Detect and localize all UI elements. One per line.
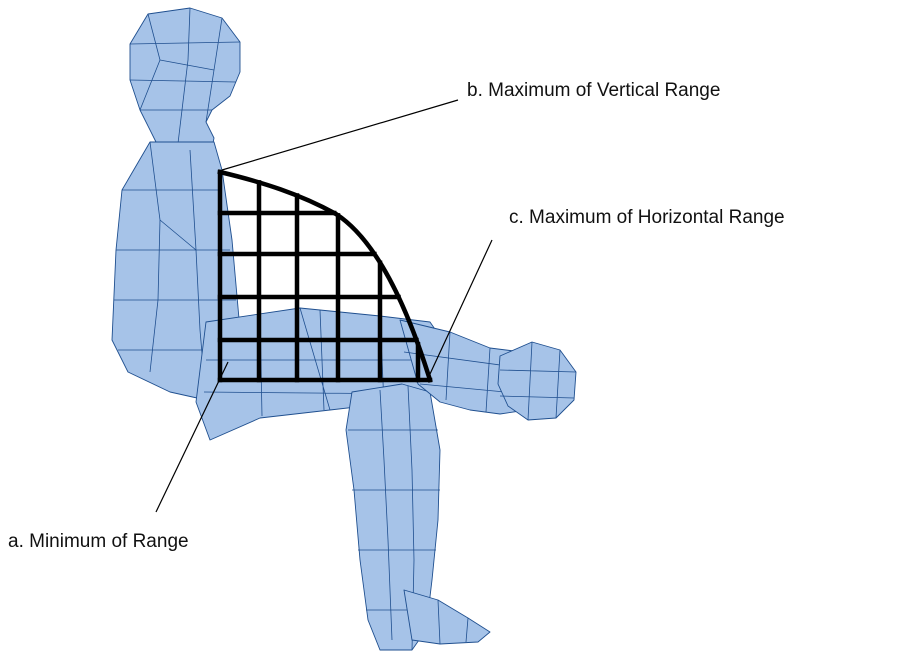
figure-foot <box>404 590 490 644</box>
leader-line-b <box>222 100 458 170</box>
reach-envelope-fill <box>220 172 430 380</box>
label-maximum-horizontal-range: c. Maximum of Horizontal Range <box>509 207 785 228</box>
label-maximum-vertical-range: b. Maximum of Vertical Range <box>467 80 720 101</box>
reach-grid <box>220 172 430 380</box>
label-minimum-of-range: a. Minimum of Range <box>8 531 189 552</box>
